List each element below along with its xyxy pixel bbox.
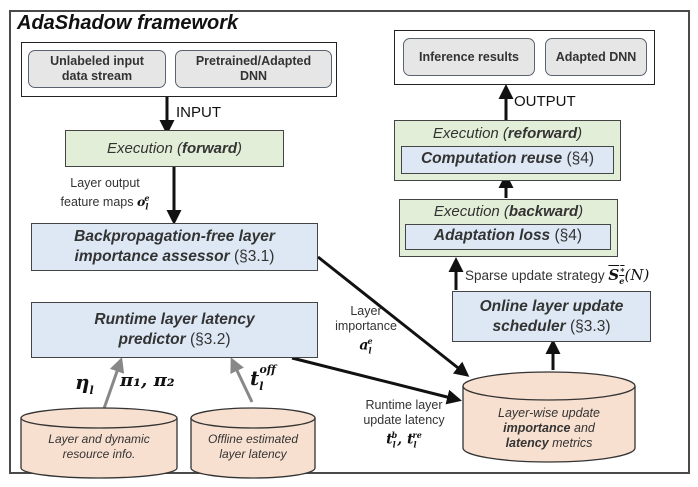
pi-symbols: π₁, π₂ bbox=[120, 370, 175, 391]
database-offline-latency-text: Offline estimated layer latency bbox=[191, 432, 315, 462]
strategy-text: Sparse update strategy bbox=[465, 268, 605, 283]
arrow-predictor-to-metrics bbox=[291, 356, 462, 405]
database-resource-line1: Layer and dynamic bbox=[48, 432, 150, 446]
importance-line2: importance bbox=[335, 319, 397, 333]
input-data-stream: Unlabeled input data stream bbox=[28, 50, 166, 88]
feature-maps-label: Layer output feature maps ole bbox=[40, 176, 170, 215]
scheduler-section: (§3.3) bbox=[570, 317, 611, 335]
framework-title: AdaShadow framework bbox=[17, 12, 239, 34]
computation-reuse-name: Computation reuse bbox=[420, 150, 563, 167]
database-offline-line2: layer latency bbox=[219, 447, 287, 461]
database-metrics bbox=[462, 371, 636, 463]
output-label: OUTPUT bbox=[514, 93, 576, 110]
feature-maps-symbol: ole bbox=[136, 193, 150, 212]
feature-maps-line2: feature maps bbox=[60, 195, 134, 210]
sparse-strategy-label: Sparse update strategy Se*(N) bbox=[465, 264, 649, 289]
adaptation-loss: Adaptation loss (§4) bbox=[405, 224, 611, 250]
execution-reforward-mode: reforward bbox=[507, 125, 578, 142]
predictor-section: (§3.2) bbox=[189, 331, 231, 348]
metrics-line1: Layer-wise update bbox=[498, 406, 600, 420]
execution-forward-suffix: ) bbox=[237, 140, 243, 157]
latency-symbols: tlb, tlre bbox=[386, 430, 422, 450]
input-pretrained-dnn: Pretrained/Adapted DNN bbox=[175, 50, 332, 88]
predictor-name-line2: predictor bbox=[118, 331, 186, 348]
t-off-symbol: tloff bbox=[250, 363, 276, 393]
metrics-line3-rest: metrics bbox=[548, 436, 593, 450]
database-resource-line2: resource info. bbox=[62, 447, 136, 461]
importance-line1: Layer bbox=[350, 304, 382, 318]
execution-backward-suffix: ) bbox=[578, 203, 584, 220]
assessor-name-line1: Backpropagation-free layer bbox=[74, 228, 275, 245]
latency-line2: update latency bbox=[363, 413, 445, 427]
execution-reforward: Execution (reforward) Computation reuse … bbox=[394, 120, 621, 181]
input-label: INPUT bbox=[176, 104, 221, 121]
adaptation-loss-name: Adaptation loss bbox=[433, 227, 551, 244]
execution-reforward-suffix: ) bbox=[577, 125, 583, 142]
execution-forward: Execution (forward) bbox=[65, 130, 284, 167]
computation-reuse-section: (§4) bbox=[566, 150, 595, 167]
metrics-line2-rest: and bbox=[570, 421, 595, 435]
database-offline-line1: Offline estimated bbox=[207, 432, 299, 446]
importance-symbol: ale bbox=[359, 336, 373, 356]
scheduler-name-line1: Online layer update bbox=[479, 297, 624, 315]
database-metrics-text: Layer-wise update importance and latency… bbox=[463, 406, 635, 451]
metrics-importance: importance bbox=[503, 421, 571, 435]
feature-maps-line1: Layer output bbox=[70, 176, 140, 190]
output-inference-results: Inference results bbox=[403, 38, 535, 76]
importance-label: Layer importance ale bbox=[330, 304, 402, 358]
database-resource-info bbox=[20, 407, 178, 479]
execution-forward-mode: forward bbox=[182, 140, 238, 157]
database-resource-info-text: Layer and dynamic resource info. bbox=[21, 432, 177, 462]
execution-backward: Execution (backward) Adaptation loss (§4… bbox=[399, 199, 618, 257]
framework-frame bbox=[9, 10, 690, 474]
assessor-name-line2: importance assessor bbox=[74, 248, 230, 265]
update-scheduler: Online layer update scheduler (§3.3) bbox=[452, 291, 651, 342]
database-offline-latency bbox=[190, 407, 316, 479]
importance-assessor: Backpropagation-free layer importance as… bbox=[31, 223, 318, 271]
arrow-offline-to-predictor bbox=[230, 357, 254, 403]
latency-predictor: Runtime layer latency predictor (§3.2) bbox=[31, 302, 318, 358]
execution-backward-mode: backward bbox=[508, 203, 579, 220]
execution-backward-prefix: Execution ( bbox=[433, 203, 509, 220]
assessor-section: (§3.1) bbox=[233, 248, 275, 265]
latency-line1: Runtime layer bbox=[365, 398, 443, 412]
arrow-assessor-to-metrics bbox=[317, 255, 470, 377]
update-latency-label: Runtime layer update latency tlb, tlre bbox=[349, 398, 459, 452]
computation-reuse: Computation reuse (§4) bbox=[401, 146, 614, 174]
metrics-latency: latency bbox=[505, 436, 549, 450]
scheduler-name-line2: scheduler bbox=[492, 317, 566, 335]
eta-symbol: ηl bbox=[75, 370, 94, 397]
adaptation-loss-section: (§4) bbox=[554, 227, 583, 244]
strategy-arg: (N) bbox=[624, 266, 650, 284]
execution-reforward-prefix: Execution ( bbox=[432, 125, 508, 142]
predictor-name-line1: Runtime layer latency bbox=[94, 311, 255, 328]
execution-forward-prefix: Execution ( bbox=[106, 140, 183, 157]
strategy-symbol: Se* bbox=[608, 266, 625, 286]
output-adapted-dnn: Adapted DNN bbox=[545, 38, 647, 76]
